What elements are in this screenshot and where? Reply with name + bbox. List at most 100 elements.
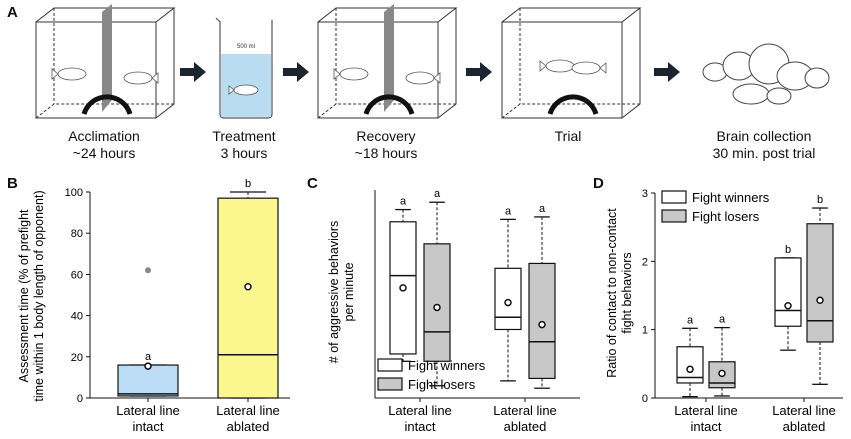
recovery-tank-illustration [317, 4, 458, 119]
chart-d-box-1-1-mean-marker [816, 296, 824, 305]
acclimation-tank-illustration [35, 4, 176, 119]
chart-d-y-tick-label: 0 [642, 393, 648, 405]
step-treatment-label: Treatment [212, 128, 276, 144]
chart-b-box-0-significance-label: a [145, 351, 152, 363]
step-acclimation-duration: ~24 hours [72, 145, 136, 161]
fish-icon [405, 71, 441, 85]
chart-c-box-1-1-significance-label: a [539, 203, 546, 215]
chart-b-outlier [145, 267, 151, 274]
step-recovery-label: Recovery [356, 128, 416, 144]
panel-label-a: A [7, 4, 18, 21]
chart-b-x-tick-label: Lateral line [116, 403, 180, 418]
chart-d-box-1-0-box [774, 257, 802, 327]
chart-b-y-axis-label: time within 1 body length of opponent) [32, 190, 46, 401]
chart-c-box-0-1-significance-label: a [434, 188, 441, 200]
chart-d-x-tick-label: ablated [783, 419, 826, 434]
chart-c-legend-swatch [377, 358, 403, 372]
chart-d-box-0-0-significance-label: a [687, 314, 694, 326]
step-treatment-duration: 3 hours [220, 145, 268, 161]
fish-icon [571, 61, 607, 75]
chart-c-x-tick-label: intact [404, 419, 435, 434]
chart-c-box-0-0-mean-marker [399, 284, 407, 292]
chart-d-x-tick-label: intact [690, 419, 721, 434]
step-acclimation: Acclimation ~24 hours [29, 128, 179, 162]
chart-c-box-1-1-box [528, 262, 556, 380]
treatment-beaker-illustration: 500 ml [215, 17, 273, 119]
chart-c-box-0-1-box [423, 243, 451, 362]
chart-d-legend-label: Fight winners [692, 190, 770, 205]
chart-d-y-axis-label: fight behaviors [620, 252, 634, 333]
step-brain-collection: Brain collection 30 min. post trial [689, 128, 839, 162]
fish-icon [228, 84, 259, 96]
chart-c-box-0-1-mean-marker [433, 303, 441, 312]
chart-b-y-tick-label: 40 [71, 311, 83, 323]
step-brain-collection-duration: 30 min. post trial [712, 145, 816, 161]
chart-b-box-1-box [217, 197, 279, 399]
chart-d-box-0-0-mean-marker [686, 365, 694, 374]
right-arrow-icon [180, 62, 206, 82]
chart-c-box-0-0-box [389, 221, 417, 355]
chart-b-x-tick-label: intact [132, 419, 163, 434]
panel-label-b: B [7, 175, 18, 192]
chart-c-box-1-0-mean-marker [504, 298, 512, 307]
chart-c-legend-label: Fight winners [408, 358, 486, 373]
step-acclimation-label: Acclimation [68, 128, 140, 144]
chart-d-x-tick-label: Lateral line [772, 403, 836, 418]
chart-c-box-1-0-significance-label: a [505, 205, 512, 217]
chart-c-x-tick-label: Lateral line [388, 403, 452, 418]
step-recovery: Recovery ~18 hours [311, 128, 461, 162]
chart-d-legend-swatch [661, 209, 687, 223]
chart-d-box-0-1-mean-marker [718, 369, 726, 378]
chart-d-box-1-0-significance-label: b [785, 244, 791, 256]
chart-b-y-tick-label: 0 [77, 393, 83, 405]
trial-tank-illustration [501, 7, 642, 119]
chart-d-y-tick-label: 3 [642, 188, 648, 200]
brain-illustration [702, 43, 830, 105]
chart-b-box-1-mean-marker [244, 283, 252, 291]
fish-icon [51, 67, 87, 81]
chart-d-y-axis-label: Ratio of contact to non-contact [605, 208, 619, 378]
chart-b-x-tick-label: ablated [227, 419, 270, 434]
right-arrow-icon [466, 62, 492, 82]
chart-d-x-tick-label: Lateral line [674, 403, 738, 418]
chart-b-y-tick-label: 20 [71, 352, 83, 364]
chart-c-x-tick-label: Lateral line [493, 403, 557, 418]
chart-c-box-0-0-significance-label: a [400, 196, 407, 208]
chart-b-y-tick-label: 80 [71, 228, 83, 240]
panel-label-c: C [307, 175, 318, 192]
right-arrow-icon [654, 62, 680, 82]
step-treatment: Treatment 3 hours [169, 128, 319, 162]
chart-d-box-1-1-significance-label: b [817, 194, 823, 206]
chart-d-box-1-0-mean-marker [784, 302, 792, 310]
step-trial: Trial [493, 128, 643, 145]
chart-b-x-tick-label: Lateral line [216, 403, 280, 418]
chart-b-box-0-mean-marker [144, 362, 152, 370]
fish-icon [539, 59, 575, 73]
step-trial-label: Trial [554, 128, 582, 144]
beaker-volume-label: 500 ml [237, 44, 255, 50]
chart-c-legend-swatch [377, 377, 403, 391]
chart-d-y-tick-label: 2 [642, 256, 648, 268]
fish-icon [333, 67, 369, 81]
chart-b-box-1-significance-label: b [245, 178, 251, 190]
chart-d-legend-swatch [661, 190, 687, 204]
step-brain-collection-label: Brain collection [716, 128, 812, 144]
chart-b-y-axis-label: Assessment time (% of prefight [17, 209, 31, 383]
chart-b-y-tick-label: 100 [65, 187, 83, 199]
chart-d-legend-label: Fight losers [692, 209, 760, 224]
chart-d-box-1-1-box [806, 223, 834, 343]
chart-c-box-1-1-mean-marker [538, 320, 546, 329]
panel-label-d: D [593, 175, 604, 192]
step-recovery-duration: ~18 hours [354, 145, 418, 161]
chart-c-legend-label: Fight losers [408, 377, 476, 392]
chart-d-y-tick-label: 1 [642, 325, 648, 337]
chart-c-y-axis-label: # of aggressive behaviors [327, 221, 341, 363]
chart-b-box-0-box [117, 364, 179, 397]
chart-c-x-tick-label: ablated [504, 419, 547, 434]
fish-icon [123, 71, 159, 85]
chart-b-y-tick-label: 60 [71, 269, 83, 281]
chart-c-y-axis-label: per minute [342, 262, 356, 321]
right-arrow-icon [283, 62, 309, 82]
chart-d-box-0-1-significance-label: a [719, 314, 726, 326]
